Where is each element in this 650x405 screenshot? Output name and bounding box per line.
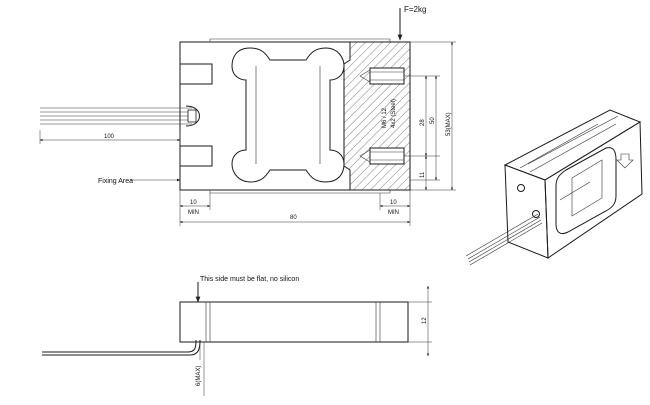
total-length-dim: 80 xyxy=(290,215,297,221)
right-min-value: 10 xyxy=(390,200,397,206)
left-min-value: 10 xyxy=(190,200,197,206)
dim-11: 11 xyxy=(420,171,426,178)
cable-max-dim: 6(MAX) xyxy=(196,366,202,386)
isometric-view xyxy=(465,109,643,266)
thickness-dim: 12 xyxy=(422,317,428,324)
dim-height-max: 53(MAX) xyxy=(446,112,452,136)
thread-label-b: 4x2 (Steel) xyxy=(391,99,397,128)
upper-threaded-hole xyxy=(359,67,405,85)
right-min-text: MIN xyxy=(388,210,399,216)
side-view: This side must be flat, no silicon 12 6(… xyxy=(42,276,432,396)
side-body-outline xyxy=(179,301,409,343)
lower-threaded-hole xyxy=(359,147,405,165)
thread-label-a: M6 / 12 xyxy=(382,107,388,128)
cable xyxy=(40,105,200,127)
fixing-area-label: Fixing Area xyxy=(98,178,133,185)
cable-length-dim: 100 xyxy=(104,134,115,140)
left-min-text: MIN xyxy=(188,210,199,216)
center-bending-hole xyxy=(231,47,345,183)
flat-side-note: This side must be flat, no silicon xyxy=(200,276,299,283)
top-view: M6 / 12 4x2 (Steel) F=2kg Fixing Area 10… xyxy=(39,5,456,226)
hatched-section xyxy=(343,41,411,191)
dim-50: 50 xyxy=(430,117,436,124)
left-upper-slot xyxy=(180,63,213,85)
force-label: F=2kg xyxy=(404,5,426,14)
dim-28: 28 xyxy=(420,119,426,126)
left-lower-slot xyxy=(180,145,213,167)
